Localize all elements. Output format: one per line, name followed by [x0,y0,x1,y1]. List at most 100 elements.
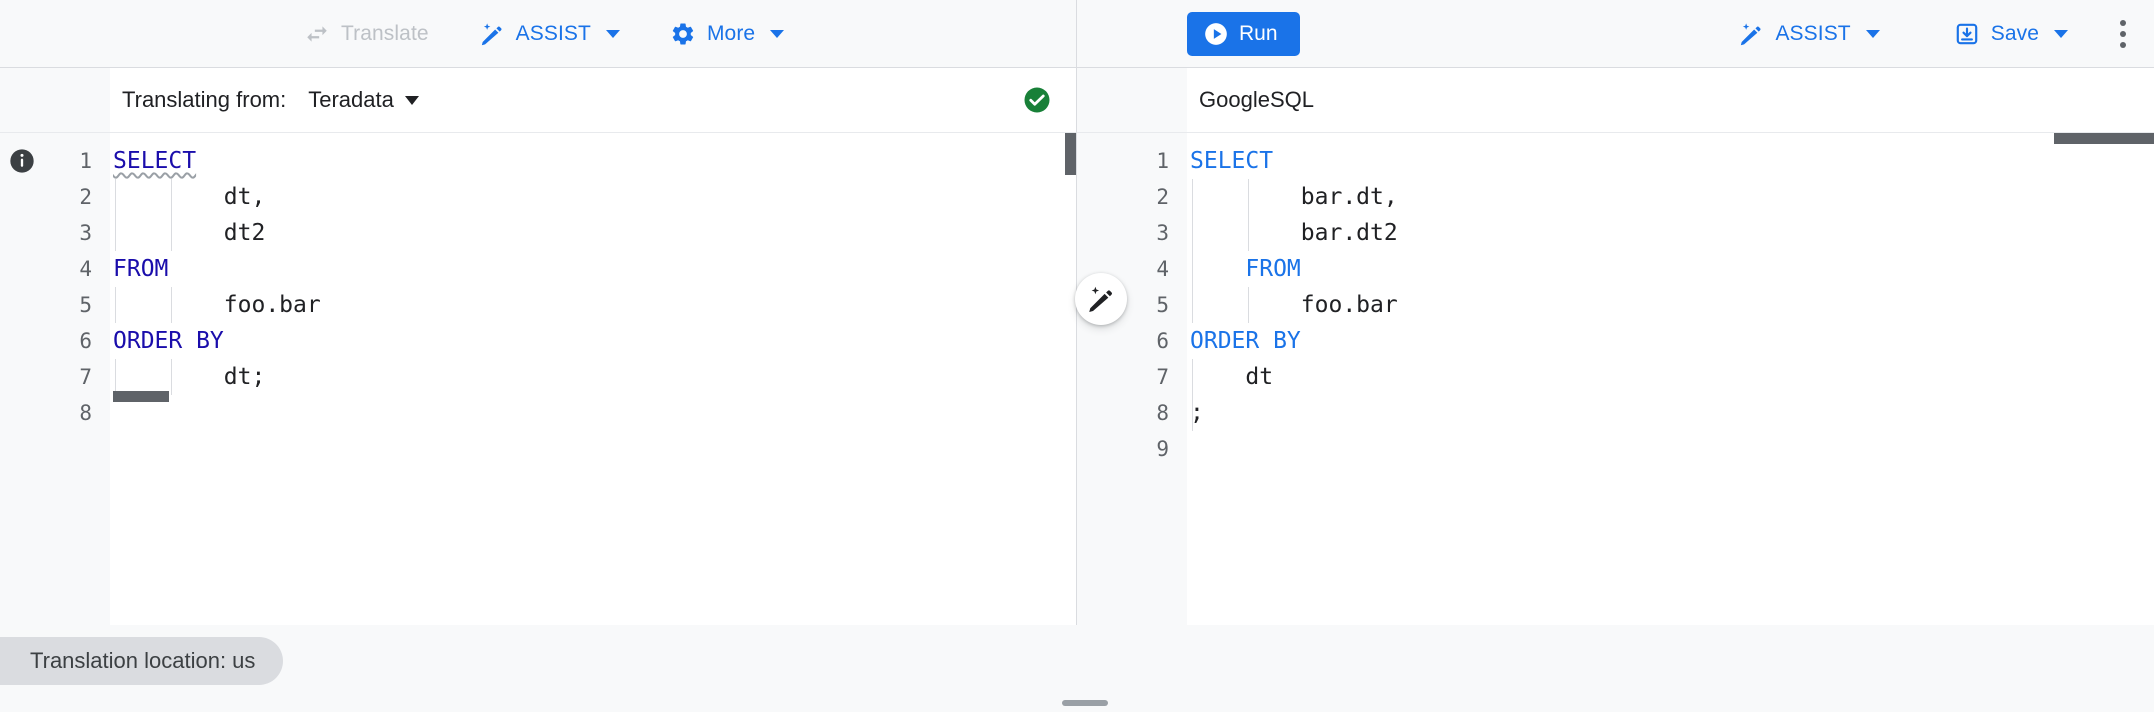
code-token: dt; [223,364,266,390]
indent-guide [1247,179,1249,215]
run-button-label: Run [1239,21,1278,45]
code-line[interactable]: foo.bar [1190,287,2154,323]
code-token: bar.dt2 [1300,220,1398,246]
indent-space [1190,364,1245,390]
indent-guide [1192,359,1193,395]
line-number: 9 [1156,437,1169,461]
code-line[interactable]: FROM [113,251,1076,287]
indent-space [113,220,224,246]
indent-space [113,184,224,210]
target-horizontal-scrollbar-thumb[interactable] [2054,133,2154,144]
line-number: 6 [1156,329,1169,353]
indent-guide [1192,179,1193,215]
source-horizontal-scrollbar-thumb[interactable] [113,391,169,402]
info-icon[interactable] [8,147,36,180]
indent-guide [1192,287,1193,323]
indent-guide [1192,251,1193,287]
indent-space [1190,220,1301,246]
source-header: Translating from: Teradata [0,68,1077,133]
line-number: 7 [1156,365,1169,389]
line-number: 6 [79,329,92,353]
code-line[interactable]: SELECT [113,143,1076,179]
indent-guide [1192,395,1193,431]
chevron-down-icon [770,29,785,38]
code-line[interactable]: foo.bar [113,287,1076,323]
indent-guide [1247,215,1249,251]
code-line[interactable]: dt2 [113,215,1076,251]
line-number: 5 [1156,293,1169,317]
indent-guide [170,287,172,323]
code-line[interactable]: ; [1190,395,2154,431]
code-line[interactable] [1190,431,2154,467]
line-number: 4 [79,257,92,281]
line-number: 8 [79,401,92,425]
panel-resize-handle[interactable] [1062,700,1108,706]
assist-button-left[interactable]: ASSIST [475,15,624,53]
indent-guide [115,215,116,251]
code-line[interactable]: bar.dt, [1190,179,2154,215]
toolbar-left-group: Translate ASSIST More [0,0,1077,68]
save-button[interactable]: Save [1950,15,2072,53]
code-line[interactable]: dt; [113,359,1076,395]
run-button[interactable]: Run [1187,11,1300,56]
kebab-dot [2120,41,2126,48]
code-token: ORDER BY [113,328,224,354]
gear-icon [670,21,696,47]
line-number: 3 [1156,221,1169,245]
source-language-dropdown[interactable]: Teradata [308,87,419,113]
code-token: foo.bar [223,292,321,318]
assist-fab-button[interactable] [1075,273,1127,325]
chevron-down-icon [605,29,620,38]
code-line[interactable]: ORDER BY [113,323,1076,359]
chevron-down-icon [2054,29,2068,38]
code-line[interactable]: FROM [1190,251,2154,287]
target-language-value: GoogleSQL [1199,87,1314,112]
line-number: 1 [79,149,92,173]
more-button-label: More [706,21,756,45]
indent-space [113,292,224,318]
code-token: dt [1245,364,1274,390]
assist-button-right[interactable]: ASSIST [1734,15,1883,53]
translation-location-label: Translation location: us [30,648,256,673]
translate-button-label: Translate [341,21,429,45]
indent-space [1190,292,1301,318]
source-vertical-scrollbar-thumb[interactable] [1065,133,1076,175]
code-token: bar.dt, [1300,184,1398,210]
translate-button[interactable]: Translate [300,15,433,53]
code-line[interactable]: dt, [113,179,1076,215]
code-line[interactable]: ORDER BY [1190,323,2154,359]
indent-space [1190,256,1245,282]
line-number: 8 [1156,401,1169,425]
source-language-value: Teradata [308,87,394,112]
swap-horizontal-icon [304,21,330,47]
indent-guide [170,179,172,215]
chevron-down-icon [404,95,419,105]
code-token: ORDER BY [1190,328,1301,354]
more-button[interactable]: More [666,15,788,53]
code-line[interactable]: SELECT [1190,143,2154,179]
code-line[interactable]: bar.dt2 [1190,215,2154,251]
code-token: foo.bar [1300,292,1398,318]
kebab-menu-icon[interactable] [2110,12,2136,56]
magic-wand-icon [479,21,505,47]
target-header: GoogleSQL [1077,68,2154,133]
indent-guide [1192,215,1193,251]
kebab-dot [2120,30,2126,37]
indent-guide [115,359,116,395]
code-line[interactable]: dt [1190,359,2154,395]
check-circle-icon [1022,85,1052,115]
code-line[interactable] [113,395,1076,431]
indent-guide [170,359,172,395]
target-header-gutter [1077,68,1187,132]
line-number: 3 [79,221,92,245]
play-circle-icon [1203,21,1229,47]
